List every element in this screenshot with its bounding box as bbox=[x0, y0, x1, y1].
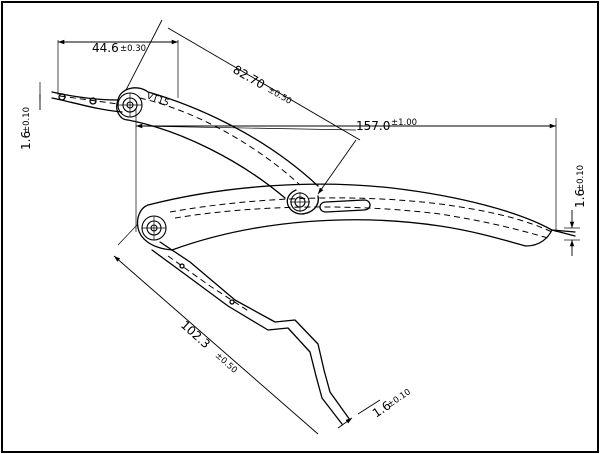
upper-arm bbox=[51, 87, 319, 199]
pivot-middle bbox=[290, 192, 310, 212]
pivot-top bbox=[117, 92, 143, 118]
dim-44-6-tol: ±0.30 bbox=[120, 44, 146, 54]
pivot-lower bbox=[141, 215, 167, 241]
lower-arm bbox=[151, 241, 351, 425]
dim-1-6-left-value: 1.6 bbox=[19, 131, 33, 150]
part-note: VT15 bbox=[145, 91, 170, 108]
dim-157-value: 157.0 bbox=[356, 119, 390, 133]
dim-1-6-right-tol: ±0.10 bbox=[576, 165, 586, 191]
dim-44-6-value: 44.6 bbox=[92, 41, 119, 55]
dim-102-3-value: 102.3 bbox=[178, 318, 213, 351]
dim-102-3-tol: ±0.50 bbox=[213, 351, 239, 376]
main-lever bbox=[136, 183, 576, 251]
dim-82-70-value: 82.70 bbox=[231, 62, 268, 91]
dim-157-tol: ±1.00 bbox=[391, 118, 417, 128]
dim-82-70-tol: ±0.50 bbox=[266, 85, 294, 107]
dim-1-6-bottom-tol: ±0.10 bbox=[386, 387, 413, 410]
dim-1-6-right-value: 1.6 bbox=[573, 189, 587, 208]
dim-1-6-left-tol: ±0.10 bbox=[22, 107, 32, 133]
